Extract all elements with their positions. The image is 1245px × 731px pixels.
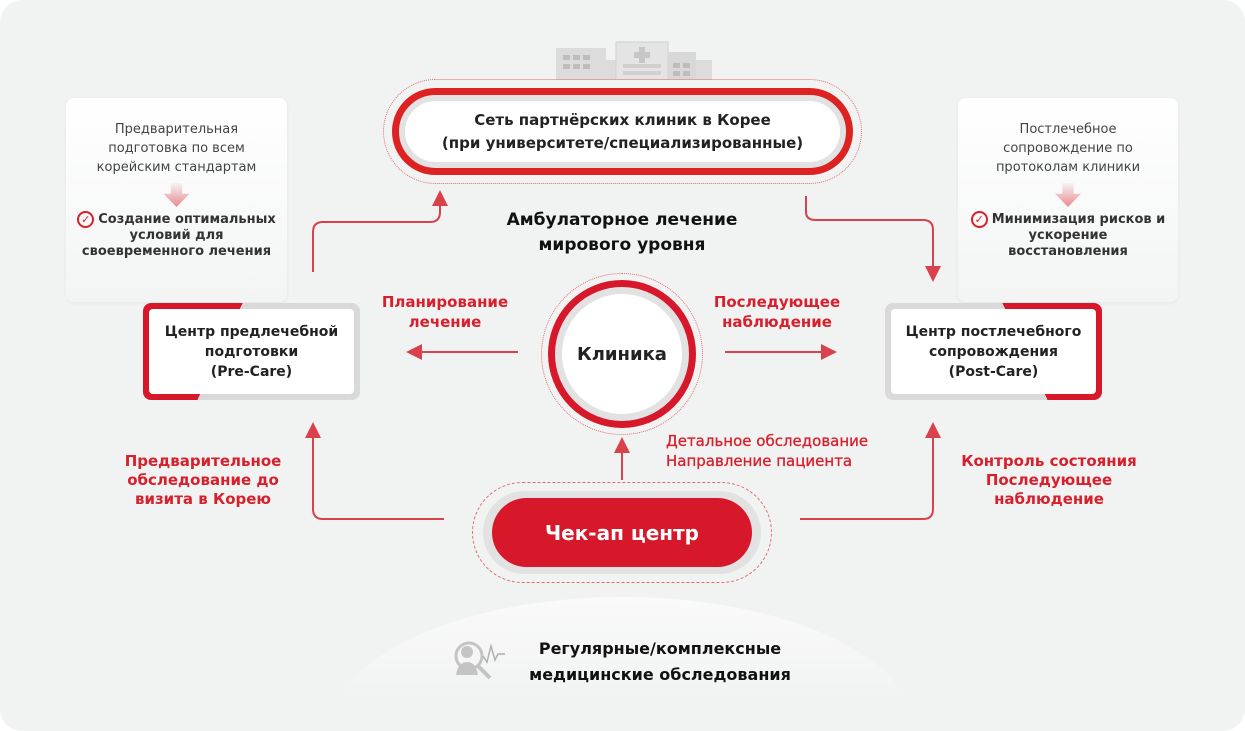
post-info-result: восстановления (1008, 244, 1128, 259)
post-info-desc: сопровождение по (1003, 141, 1133, 156)
pre-info-result: Создание оптимальных (98, 212, 276, 227)
label-text: Контроль состояния (961, 452, 1137, 470)
post-care-title: сопровождения (929, 343, 1058, 360)
pre-care-title: Центр предлечебной (164, 323, 339, 340)
checkup-center-pill: Чек-ап центр (472, 482, 772, 583)
pre-info-desc: корейским стандартам (96, 160, 257, 175)
pre-info-result: своевременного лечения (81, 244, 272, 259)
bottom-caption: Регулярные/комплексные медицинские обсле… (510, 636, 810, 688)
label-followup: Последующее наблюдение (702, 292, 852, 332)
post-info-result: Минимизация рисков и (991, 212, 1166, 227)
headline: Амбулаторное лечение мирового уровня (472, 208, 772, 258)
post-care-title: (Post-Care) (948, 363, 1039, 380)
headline-line2: мирового уровня (538, 235, 706, 255)
label-text: Планирование (381, 293, 509, 311)
check-circle-icon: ✓ (77, 211, 95, 228)
clinic-label: Клиника (562, 294, 682, 414)
label-text: обследование до (127, 471, 279, 489)
label-planning: Планирование лечение (370, 292, 520, 332)
label-text: Последующее (713, 293, 841, 311)
post-care-info-card: Постлечебное сопровождение по протоколам к… (958, 98, 1178, 302)
pre-care-title: подготовки (204, 343, 299, 360)
down-arrow-icon (163, 183, 190, 207)
network-title-line2: (при университете/специализированные) (441, 133, 804, 152)
pre-info-desc: подготовка по всем (108, 141, 245, 156)
label-text: наблюдение (994, 490, 1104, 508)
partner-network-pill: Сеть партнёрских клиник в Корее (при уни… (383, 79, 862, 184)
bottom-caption-line1: Регулярные/комплексные (538, 639, 782, 658)
label-text: Предварительное (124, 452, 282, 470)
arrow-checkup-to-postcare (800, 422, 941, 520)
pre-info-desc: Предварительная (114, 122, 239, 137)
clinic-circle: Клиника (541, 273, 703, 435)
pre-care-info-card: Предварительная подготовка по всем корейск… (66, 98, 287, 302)
pre-care-center-box: Центр предлечебной подготовки (Pre-Care) (143, 303, 360, 400)
label-text: визита в Корею (134, 490, 272, 508)
arrow-precare-to-network (312, 190, 448, 272)
checkup-label: Чек-ап центр (492, 498, 752, 567)
bottom-caption-line2: медицинские обследования (529, 665, 791, 684)
post-care-center-box: Центр постлечебного сопровождения (Post-Ca… (885, 303, 1102, 400)
pre-care-title: (Pre-Care) (210, 363, 293, 380)
post-care-title: Центр постлечебного (905, 323, 1082, 340)
headline-line1: Амбулаторное лечение (506, 210, 738, 230)
pre-info-result: условий для (129, 228, 224, 243)
arrow-checkup-to-precare (305, 422, 444, 520)
label-text: Последующее (985, 471, 1113, 489)
label-text: Детальное обследование (666, 432, 869, 450)
medical-examination-icon (454, 641, 505, 680)
network-title-line1: Сеть партнёрских клиник в Корее (474, 110, 771, 129)
arrow-network-to-postcare (805, 196, 941, 282)
label-text: лечение (408, 313, 482, 331)
down-arrow-icon (1055, 183, 1081, 207)
post-info-desc: протоколам клиники (995, 160, 1141, 175)
post-info-result: ускорение (1028, 228, 1108, 243)
check-circle-icon: ✓ (970, 211, 988, 228)
label-text: наблюдение (722, 313, 832, 331)
hospital-buildings-icon (556, 41, 712, 80)
label-text: Направление пациента (666, 452, 853, 470)
post-info-desc: Постлечебное (1019, 122, 1117, 137)
